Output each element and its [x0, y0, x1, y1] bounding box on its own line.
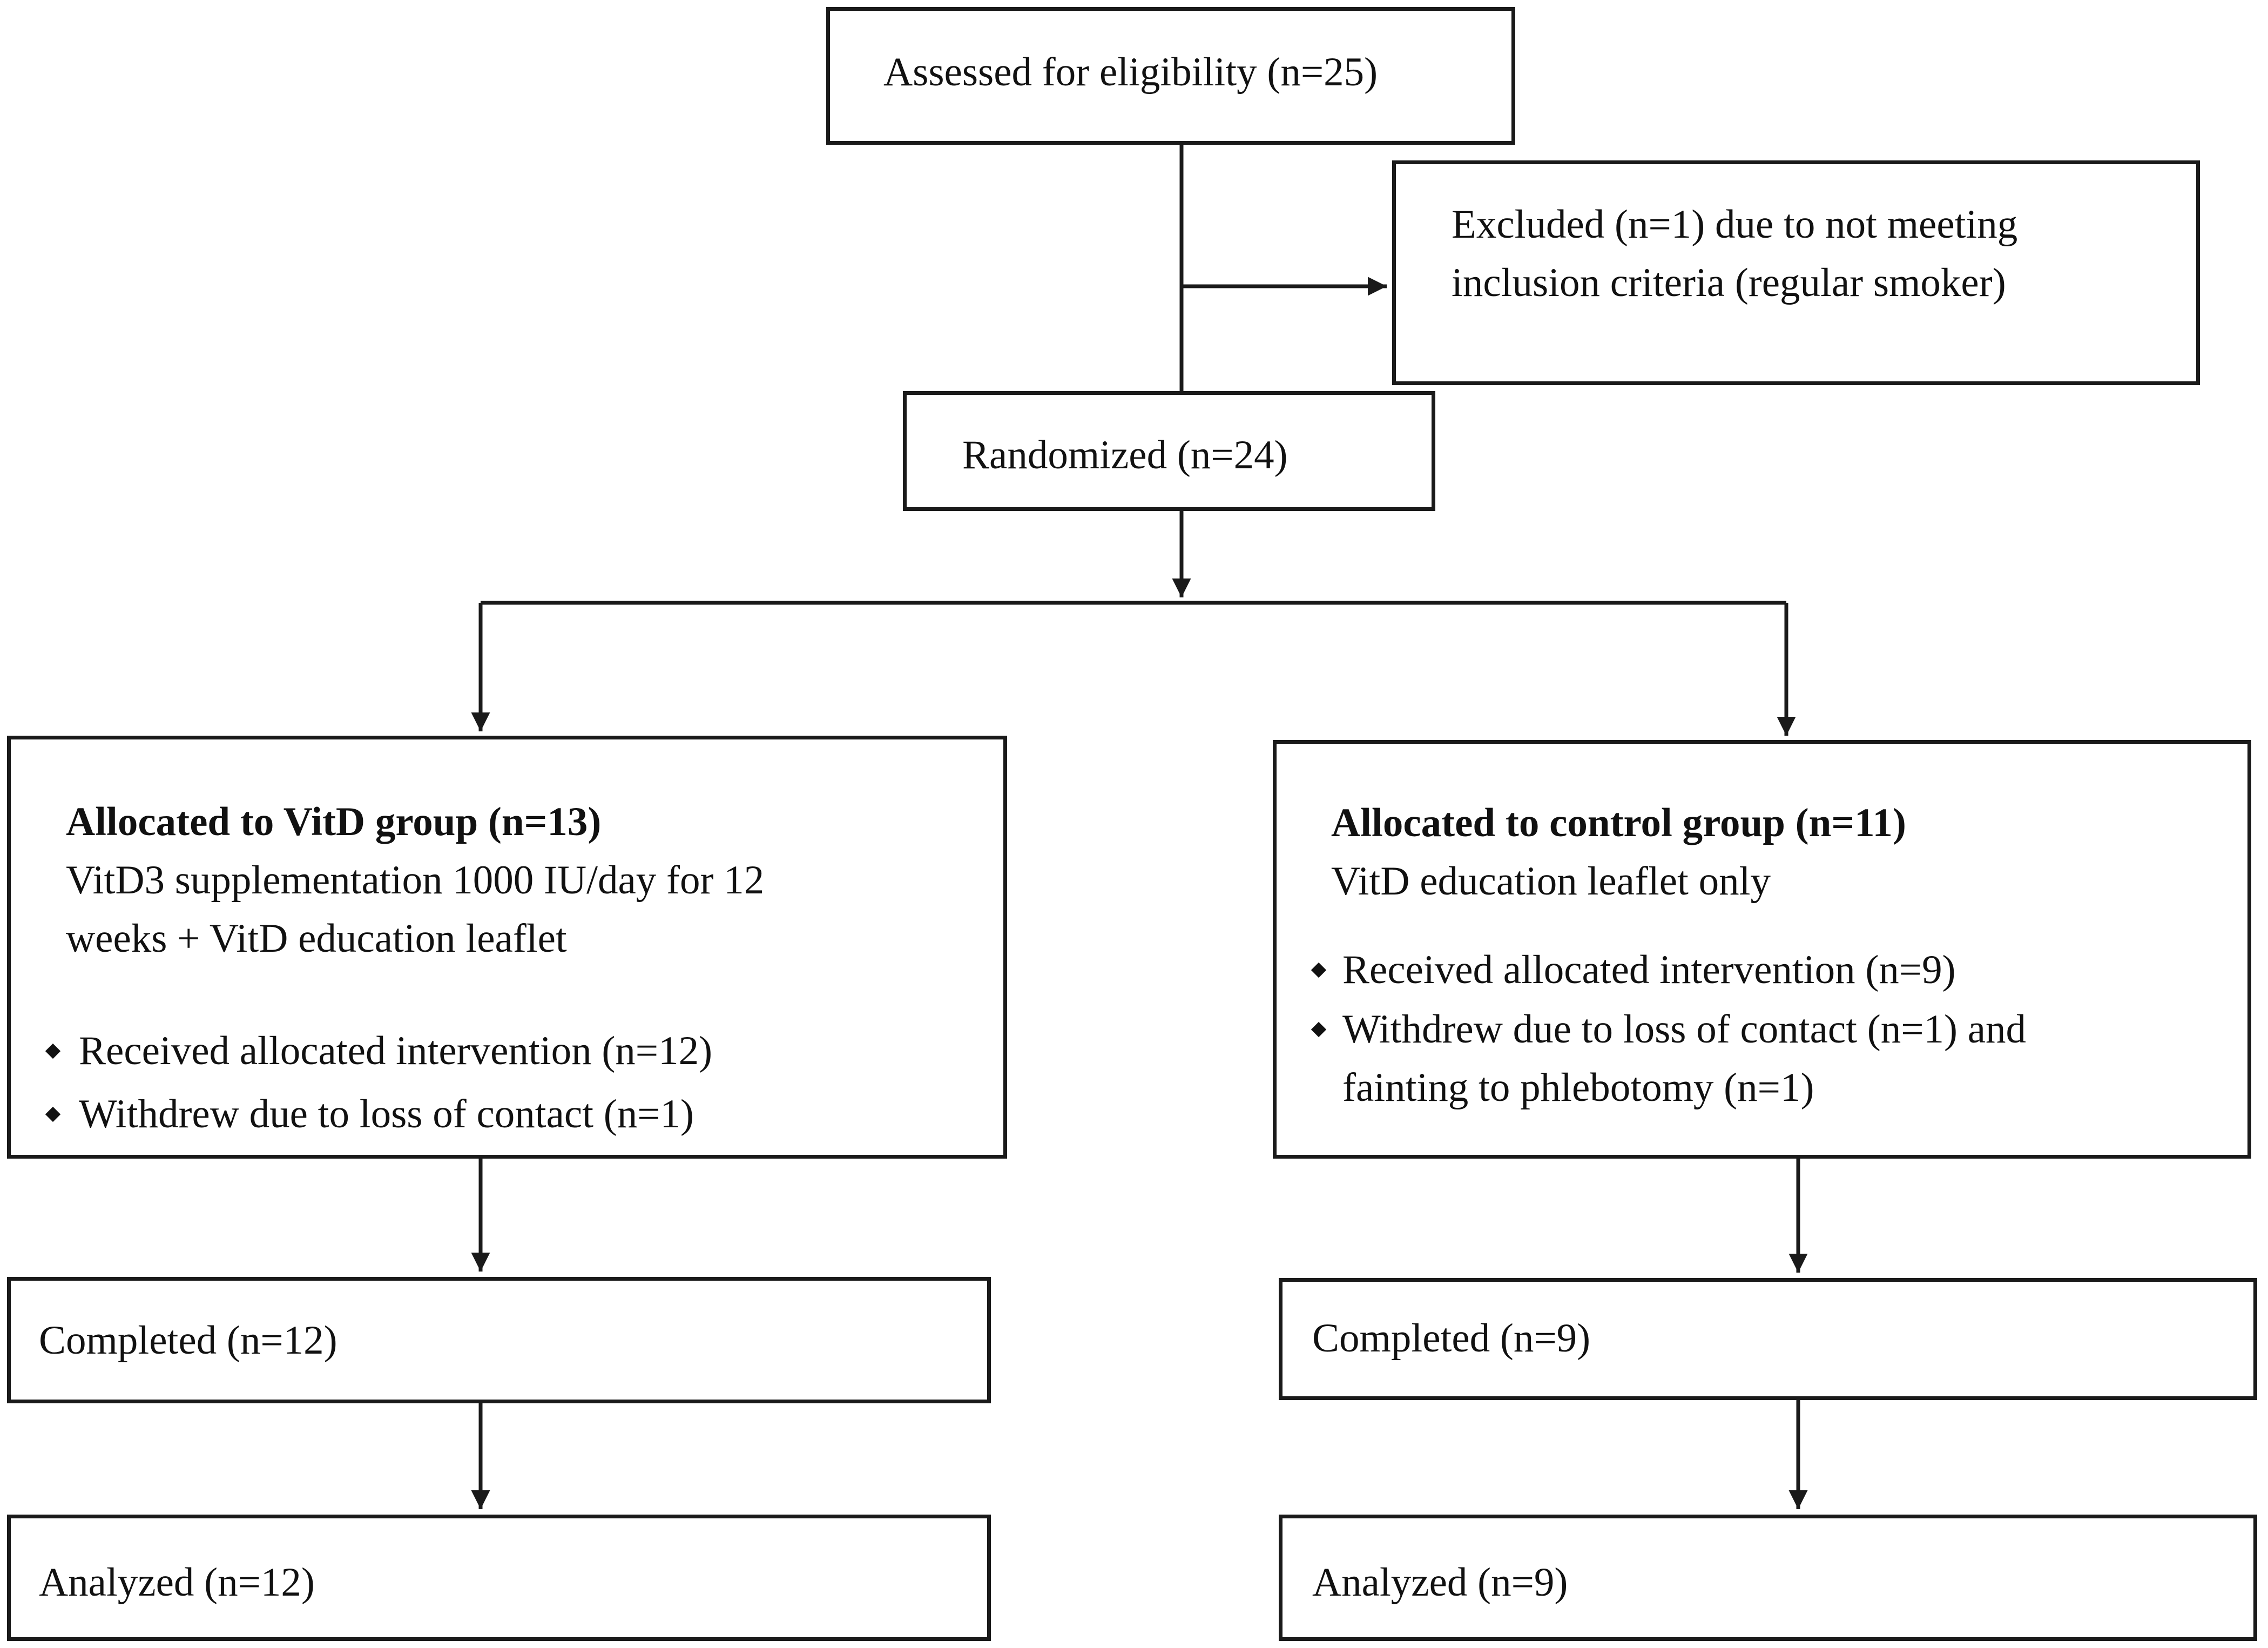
vitd-completed-label: Completed (n=12) [39, 1318, 338, 1363]
randomized-label: Randomized (n=24) [962, 433, 1288, 477]
control-completed-box [1279, 1278, 2257, 1400]
control-completed-label: Completed (n=9) [1312, 1316, 1591, 1361]
vitd-analyzed-label: Analyzed (n=12) [39, 1560, 315, 1605]
vitd-analyzed-box [7, 1515, 991, 1641]
control-bullet-withdrew: Withdrew due to loss of contact (n=1) an… [1342, 1007, 2027, 1052]
control-bullet-withdrew-cont: fainting to phlebotomy (n=1) [1342, 1065, 1814, 1110]
vitd-group-title: Allocated to VitD group (n=13) [66, 799, 602, 844]
vitd-group-box [7, 736, 1007, 1159]
excluded-line-2: inclusion criteria (regular smoker) [1452, 260, 2006, 305]
vitd-bullet-received: Received allocated intervention (n=12) [79, 1028, 713, 1073]
randomized-box [903, 391, 1435, 511]
control-analyzed-label: Analyzed (n=9) [1312, 1560, 1568, 1605]
control-group-line-1: VitD education leaflet only [1331, 859, 1771, 904]
control-analyzed-box [1279, 1515, 2257, 1641]
vitd-group-line-2: weeks + VitD education leaflet [66, 916, 567, 961]
vitd-group-line-1: VitD3 supplementation 1000 IU/day for 12 [66, 858, 765, 903]
eligibility-box [826, 7, 1515, 145]
control-bullet-received: Received allocated intervention (n=9) [1342, 947, 1956, 992]
vitd-completed-box [7, 1277, 991, 1403]
excluded-box [1392, 160, 2200, 385]
excluded-line-1: Excluded (n=1) due to not meeting [1452, 202, 2018, 247]
control-group-box [1273, 740, 2251, 1159]
vitd-bullet-withdrew: Withdrew due to loss of contact (n=1) [79, 1092, 694, 1136]
eligibility-label: Assessed for eligibility (n=25) [883, 50, 1378, 95]
control-group-title: Allocated to control group (n=11) [1331, 801, 1906, 845]
